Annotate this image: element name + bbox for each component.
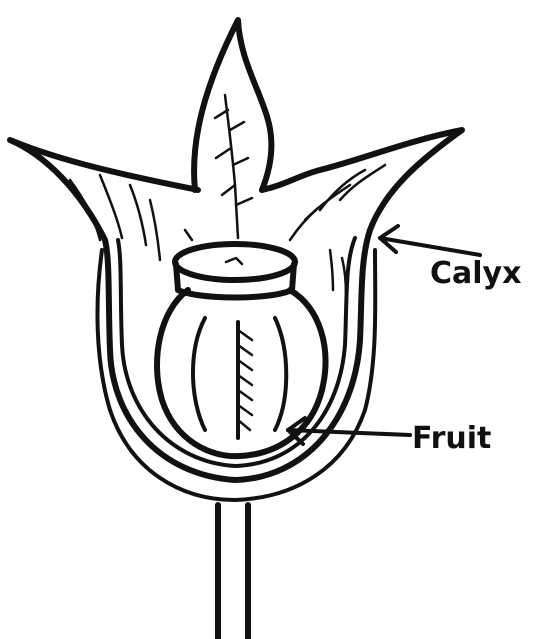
central-lobe (194, 20, 271, 238)
fruit (157, 244, 325, 456)
fruit-label: Fruit (412, 421, 491, 456)
calyx-label: Calyx (430, 256, 521, 291)
stem (218, 505, 248, 639)
calyx-arrow (380, 226, 480, 255)
